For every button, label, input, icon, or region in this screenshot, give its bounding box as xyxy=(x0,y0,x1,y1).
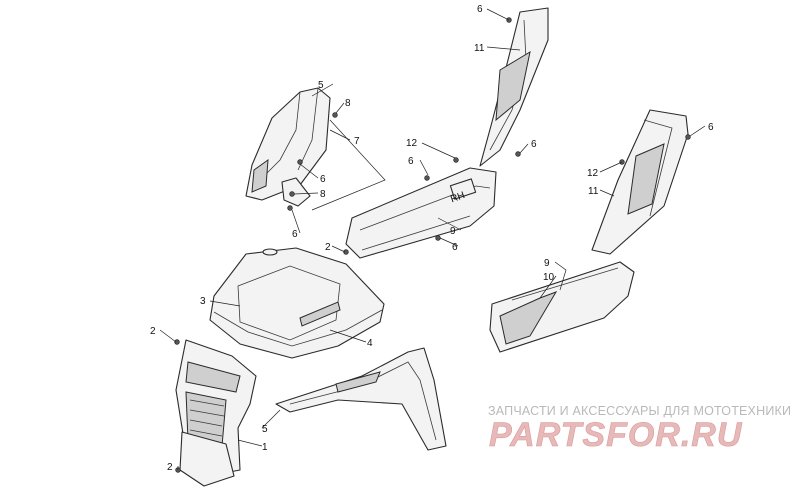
callout-6: 6 xyxy=(408,156,414,167)
side-panel-lower-right xyxy=(489,261,635,353)
decal-rh-label: RH xyxy=(449,190,466,205)
callout-1: 1 xyxy=(262,442,268,453)
headlight-cover-upper xyxy=(245,87,331,201)
callout-10: 10 xyxy=(543,272,555,283)
callout-6: 6 xyxy=(292,229,298,240)
callout-9: 9 xyxy=(544,258,550,269)
callout-4: 4 xyxy=(367,338,373,349)
callout-11: 11 xyxy=(474,43,485,54)
callout-6: 6 xyxy=(531,139,537,150)
front-fender xyxy=(275,347,447,451)
leader-lines xyxy=(159,8,706,470)
callout-12: 12 xyxy=(406,138,418,149)
callout-12: 12 xyxy=(587,168,599,179)
callout-11: 11 xyxy=(588,186,599,197)
callout-5: 5 xyxy=(262,424,268,435)
callout-6: 6 xyxy=(708,122,714,133)
callout-6: 6 xyxy=(452,242,458,253)
callout-8: 8 xyxy=(345,98,351,109)
front-grille xyxy=(175,339,257,487)
watermark-logo: PARTSFOR.RU xyxy=(489,416,743,454)
side-panel-rear-left xyxy=(479,7,549,167)
callout-2: 2 xyxy=(150,326,156,337)
watermark-caption: ЗАПЧАСТИ И АКСЕССУАРЫ ДЛЯ МОТОТЕХНИКИ xyxy=(488,404,792,418)
watermark-logo-text: PARTSFOR.RU xyxy=(489,416,743,454)
bracket-mount xyxy=(281,119,386,211)
hood-panel xyxy=(209,247,385,359)
side-panel-rear-right xyxy=(591,109,689,255)
callout-8: 8 xyxy=(320,189,326,200)
side-panel-lower-left xyxy=(345,167,497,259)
callout-2: 2 xyxy=(325,242,331,253)
callout-5: 5 xyxy=(318,80,324,91)
callout-labels: 6 11 5 8 7 6 8 6 12 6 6 9 6 2 12 11 6 9 … xyxy=(150,4,714,473)
fasteners xyxy=(174,17,691,473)
callout-6: 6 xyxy=(477,4,483,15)
callout-7: 7 xyxy=(354,136,360,147)
callout-3: 3 xyxy=(200,296,206,307)
callout-2: 2 xyxy=(167,462,173,473)
callout-6: 6 xyxy=(320,174,326,185)
callout-9: 9 xyxy=(450,226,456,237)
